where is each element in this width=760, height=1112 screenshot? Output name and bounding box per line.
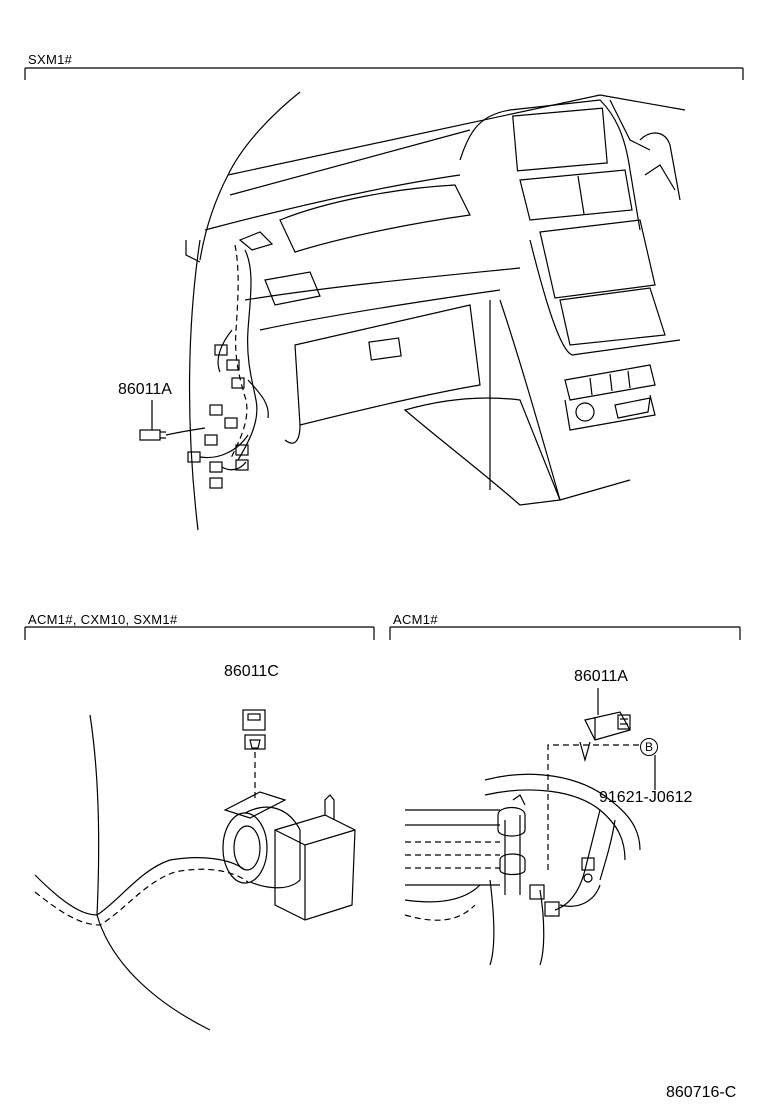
reference-b-callout: B — [640, 738, 658, 756]
part-number-86011a-top: 86011A — [118, 381, 172, 398]
section-bracket-bottom-right — [389, 626, 741, 640]
buzzer-module-drawing — [34, 709, 356, 1031]
part-number-86011c: 86011C — [224, 663, 279, 680]
section-label-acm1: ACM1# — [393, 612, 438, 627]
section-label-sxm1: SXM1# — [28, 52, 73, 67]
part-number-86011a-bottom: 86011A — [574, 668, 628, 685]
section-label-acm1-cxm10-sxm1: ACM1#, CXM10, SXM1# — [28, 612, 178, 627]
part-number-91621-j0612: 91621-J0612 — [599, 789, 693, 806]
instrument-panel-drawing — [139, 91, 686, 531]
section-bracket-bottom-left — [24, 626, 375, 640]
section-bracket-top — [24, 67, 744, 80]
harness-bracket-drawing — [404, 688, 656, 966]
diagram-code: 860716-C — [666, 1084, 737, 1101]
